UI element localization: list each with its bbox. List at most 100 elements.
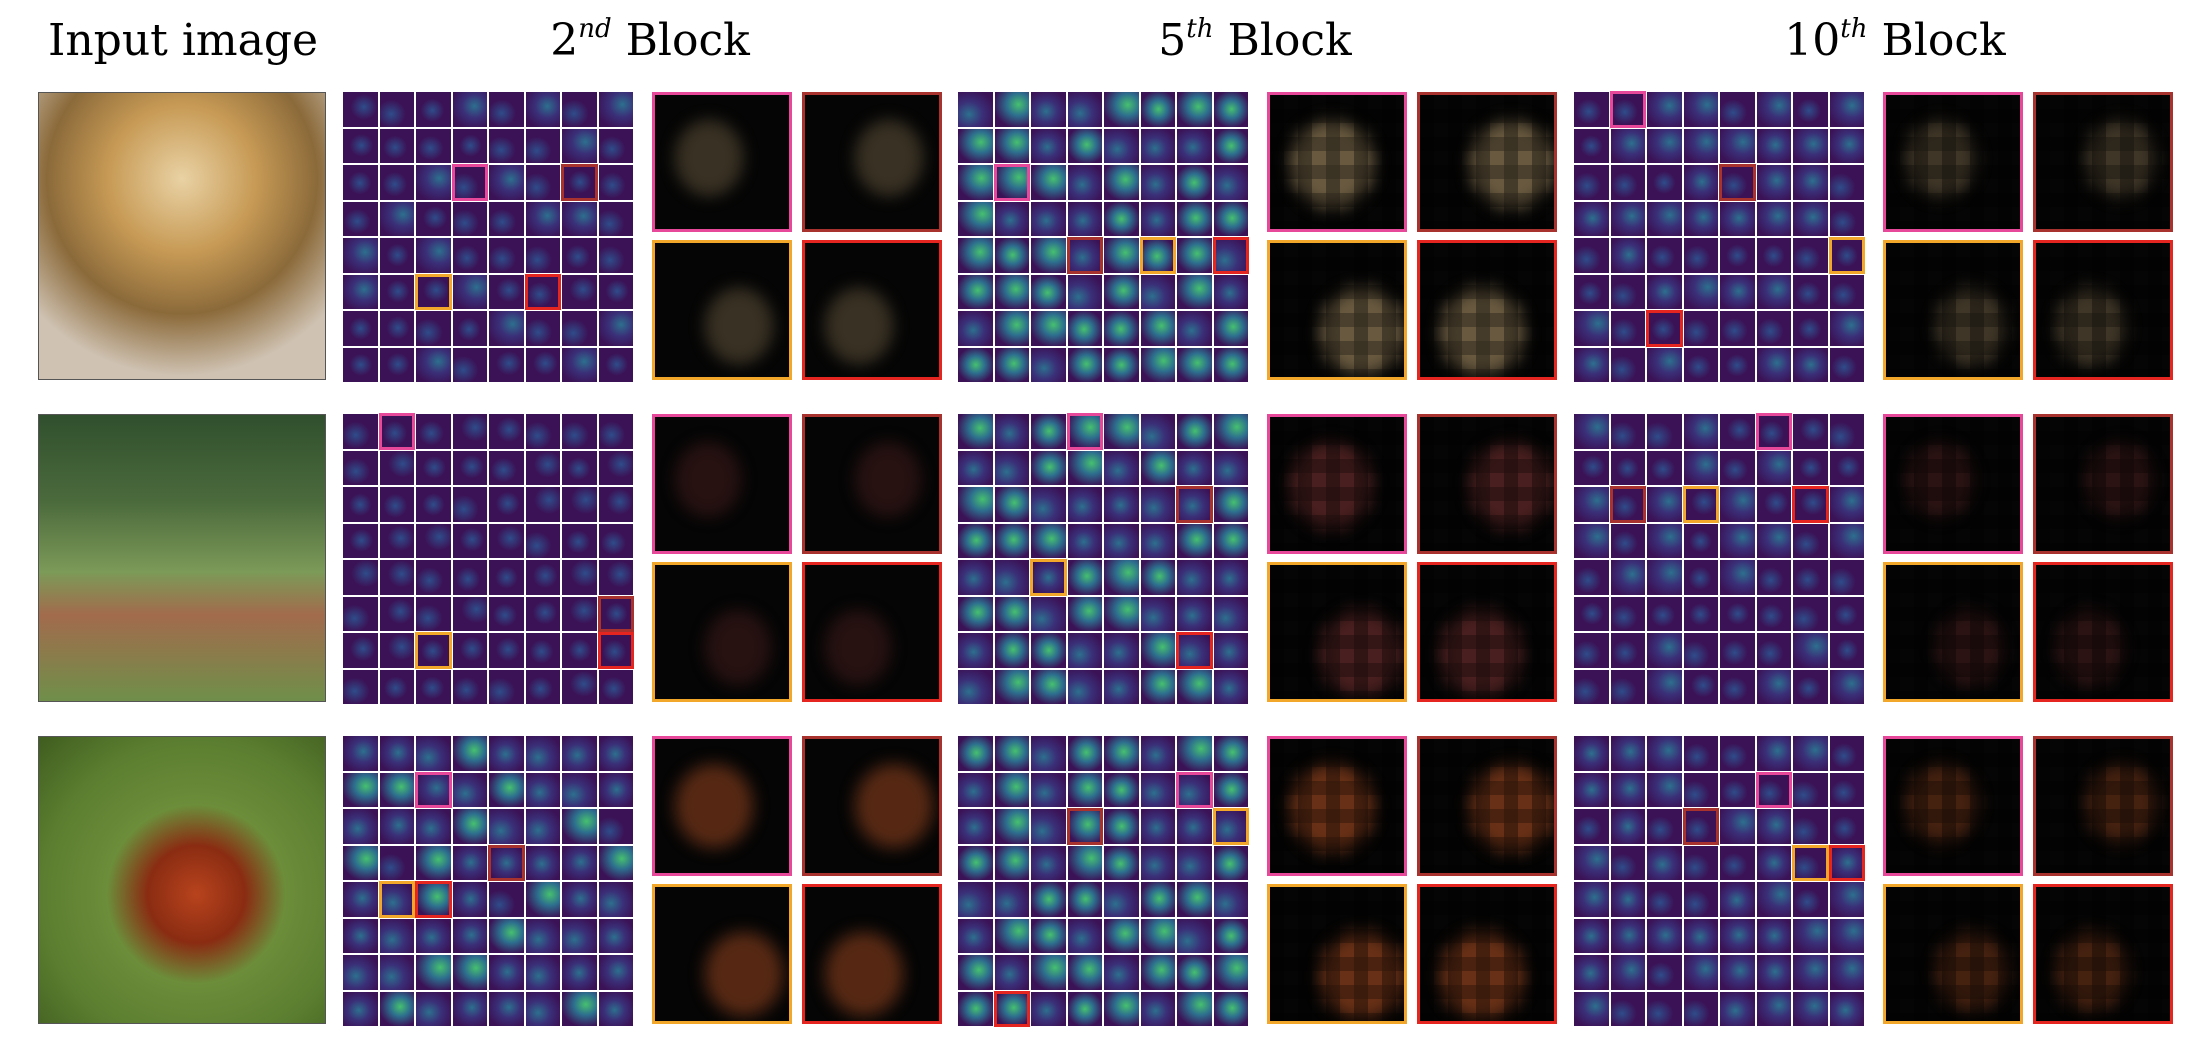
masked-crop-crimson	[802, 414, 942, 554]
attention-map-cell	[1756, 991, 1791, 1026]
attention-map-cell	[1720, 487, 1755, 522]
attention-map-cell	[1067, 450, 1102, 485]
attention-map-cell	[1177, 311, 1212, 346]
attention-map-cell	[994, 523, 1029, 558]
attention-map-cell	[343, 414, 378, 449]
attention-map-cell	[379, 955, 414, 990]
attention-map-cell	[1213, 128, 1248, 163]
attention-map-cell	[1140, 991, 1175, 1026]
crop-glow	[2086, 442, 2154, 518]
attention-map-cell	[1140, 845, 1175, 880]
attention-map-cell	[562, 845, 597, 880]
attention-map-cell	[1610, 165, 1645, 200]
attention-map-cell	[1140, 274, 1175, 309]
attention-map-cell	[1647, 450, 1682, 485]
masked-crop-pink	[1267, 92, 1407, 232]
crop-glow	[1470, 120, 1554, 208]
attention-map-cell	[1610, 523, 1645, 558]
attention-map-cell	[1574, 450, 1609, 485]
attention-map-cell	[598, 128, 633, 163]
attention-map-cell	[994, 809, 1029, 844]
header-block-5-suffix: th	[1186, 14, 1214, 44]
masked-crop-orange	[1267, 240, 1407, 380]
crop-pixelation	[1270, 887, 1404, 1021]
attention-map-cell	[1104, 487, 1139, 522]
masked-crop-orange	[1883, 884, 2023, 1024]
highlighted-cell-orange	[1030, 559, 1067, 596]
attention-map-cell	[1213, 596, 1248, 631]
attention-map-cell	[379, 238, 414, 273]
attention-map-cell	[1720, 414, 1755, 449]
attention-map-cell	[1683, 955, 1718, 990]
attention-map-cell	[1104, 736, 1139, 771]
attention-map-cell	[1067, 92, 1102, 127]
attention-map-cell	[562, 450, 597, 485]
attention-map-cell	[1104, 955, 1139, 990]
attention-map-cell	[1140, 92, 1175, 127]
attention-map-cell	[958, 128, 993, 163]
attention-map-cell	[452, 809, 487, 844]
attention-map-cell	[1793, 92, 1828, 127]
attention-map-cell	[1793, 772, 1828, 807]
crop-pixelation	[1886, 243, 2020, 377]
attention-map-cell	[958, 596, 993, 631]
attention-map-cell	[343, 918, 378, 953]
attention-map-cell	[1104, 809, 1139, 844]
attention-map-cell	[1031, 955, 1066, 990]
attention-map-cell	[416, 311, 451, 346]
attention-map-cell	[379, 772, 414, 807]
attention-map-cell	[452, 991, 487, 1026]
attention-map-cell	[1720, 918, 1755, 953]
attention-map-cell	[525, 311, 560, 346]
attention-map-cell	[343, 809, 378, 844]
attention-map-cell	[1756, 955, 1791, 990]
attention-map-cell	[489, 347, 524, 382]
crop-pixelation	[2036, 565, 2170, 699]
crop-pixelation	[2036, 417, 2170, 551]
attention-map-cell	[379, 918, 414, 953]
header-block-2-suffix: nd	[578, 14, 612, 44]
attention-map-cell	[1213, 201, 1248, 236]
highlighted-cell-crimson	[1682, 808, 1719, 845]
attention-map-cell	[1574, 772, 1609, 807]
attention-map-cell	[1683, 450, 1718, 485]
attention-map-cell	[343, 596, 378, 631]
attention-map-cell	[1756, 809, 1791, 844]
header-block-5: 5th Block	[1055, 6, 1455, 76]
attention-map-cell	[489, 596, 524, 631]
attention-map-cell	[1104, 92, 1139, 127]
attention-map-cell	[1829, 991, 1864, 1026]
attention-map-cell	[1031, 201, 1066, 236]
attention-map-cell	[562, 882, 597, 917]
attention-map-cell	[525, 882, 560, 917]
crop-glow	[705, 932, 783, 1016]
attention-map-cell	[1140, 560, 1175, 595]
attention-map-cell	[1610, 347, 1645, 382]
attention-map-cell	[452, 596, 487, 631]
attention-map-cell	[994, 560, 1029, 595]
attention-map-cell	[1610, 882, 1645, 917]
attention-map-cell	[994, 201, 1029, 236]
attention-map-cell	[452, 523, 487, 558]
attention-map-cell	[525, 809, 560, 844]
attention-map-cell	[489, 772, 524, 807]
attention-map-cell	[1574, 882, 1609, 917]
attention-map-cell	[1067, 845, 1102, 880]
attention-map-cell	[416, 201, 451, 236]
crop-glow	[1936, 932, 2008, 1011]
attention-map-cell	[958, 201, 993, 236]
attention-map-cell	[1031, 882, 1066, 917]
attention-map-cell	[1647, 736, 1682, 771]
attention-map-cell	[1213, 669, 1248, 704]
crop-pixelation	[1270, 95, 1404, 229]
attention-map-cell	[416, 92, 451, 127]
attention-map-cell	[1829, 918, 1864, 953]
attention-map-cell	[1104, 845, 1139, 880]
attention-grid-b5	[958, 92, 1249, 382]
highlighted-cell-crimson	[1609, 486, 1646, 523]
crop-pixelation	[1420, 739, 1554, 873]
attention-map-cell	[1031, 311, 1066, 346]
attention-map-cell	[958, 523, 993, 558]
attention-map-cell	[1683, 669, 1718, 704]
attention-map-cell	[1829, 596, 1864, 631]
